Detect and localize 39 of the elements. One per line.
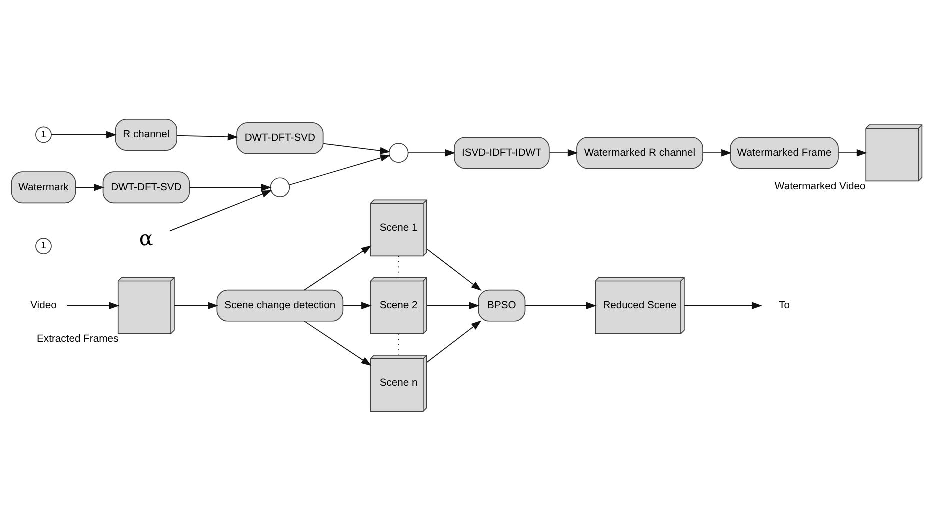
arrow — [289, 154, 391, 186]
node-box: ISVD-IDFT-IDWT — [454, 137, 550, 170]
arrow — [323, 143, 391, 154]
node-circle — [388, 143, 409, 164]
node-box: DWT-DFT-SVD — [236, 122, 324, 154]
arrow — [170, 190, 272, 232]
arrow — [174, 302, 218, 310]
node-label: Extracted Frames — [37, 334, 119, 346]
node-text: To — [779, 300, 790, 312]
node-box: Watermarked R channel — [576, 137, 704, 170]
arrow — [75, 184, 105, 192]
node-label: Watermarked Video — [774, 181, 866, 192]
node-box: Watermarked Frame — [730, 137, 839, 170]
arrow — [524, 302, 597, 310]
arrow — [684, 302, 762, 310]
node-circle — [270, 178, 290, 198]
arrow — [426, 302, 480, 310]
node-text: α — [139, 226, 154, 251]
node-text: Video — [30, 300, 57, 312]
arrow — [426, 248, 482, 292]
node-box: BPSO — [478, 290, 526, 322]
arrow — [304, 321, 372, 366]
arrow — [51, 131, 117, 139]
arrow — [189, 184, 272, 192]
arrow — [549, 149, 578, 157]
arrow — [838, 149, 868, 157]
node-box: DWT-DFT-SVD — [102, 172, 190, 204]
node-circle: 1 — [36, 238, 52, 254]
arrow — [408, 149, 456, 157]
arrow — [304, 246, 372, 291]
arrow — [342, 302, 372, 310]
arrow — [66, 302, 120, 310]
node-box: Watermark — [11, 172, 76, 204]
node-circle: 1 — [36, 126, 52, 144]
node-box: Scene change detection — [216, 290, 344, 322]
arrow — [426, 320, 482, 363]
arrow — [702, 149, 732, 157]
node-box: R channel — [115, 119, 178, 151]
arrow — [176, 133, 238, 141]
